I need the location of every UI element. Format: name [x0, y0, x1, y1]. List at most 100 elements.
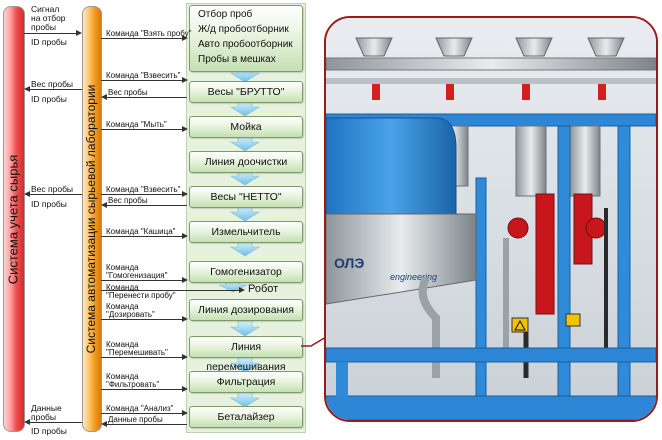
weight-arrow-line-1 — [30, 89, 82, 90]
weight-out2-line — [107, 205, 187, 206]
data-out-head — [101, 421, 107, 427]
mixing-line-photo: ОЛЭ engineering — [324, 16, 658, 422]
equipment-illustration: ОЛЭ engineering — [326, 18, 656, 420]
stage-filtration: Фильтрация — [189, 371, 303, 393]
flow-arrow-5 — [229, 205, 261, 222]
top-funnels — [355, 37, 625, 57]
flow-arrow-6 — [229, 240, 261, 257]
stage-betalyzer: Беталайзер — [189, 406, 303, 428]
data-label-1: Данные — [31, 403, 62, 413]
weight-label-2: Вес пробы — [31, 184, 74, 194]
photo-brand-text: engineering — [390, 272, 437, 282]
cmd-analysis-line — [101, 413, 182, 414]
sampling-item-2: Авто пробоотборник — [198, 39, 293, 50]
photo-connector — [301, 336, 327, 347]
id-label-1: ID пробы — [31, 37, 67, 47]
flow-arrow-10 — [229, 391, 261, 408]
stage-wash: Мойка — [189, 116, 303, 138]
flow-arrow-2 — [229, 100, 261, 117]
cmd-homog-head — [182, 277, 188, 283]
lab-automation-label: Система автоматизации сырьевой лаборатор… — [84, 84, 98, 354]
id-label-4: ID пробы — [31, 426, 67, 436]
stage-dosing-line: Линия дозирования — [189, 299, 303, 321]
warning-signs — [511, 313, 581, 333]
robot-label: Робот — [248, 283, 279, 295]
raw-material-accounting-label: Система учета сырья — [5, 154, 21, 285]
weight-arrow-head-2 — [24, 191, 30, 197]
data-label-2: пробы — [31, 412, 57, 422]
cmd-wash-label: Команда "Мыть" — [106, 120, 167, 129]
cmd-dose-label-1: Команда — [106, 302, 139, 311]
cmd-weigh1-label: Команда "Взвесить" — [106, 71, 181, 80]
cmd-transfer-label-2: "Перенести пробу" — [106, 291, 176, 300]
flow-arrow-9 — [229, 356, 261, 373]
cmd-filter-label-2: "Фильтровать" — [106, 380, 160, 389]
cmd-transfer-head — [239, 287, 245, 293]
cmd-dose-head — [182, 316, 188, 322]
cmd-weigh2-label: Команда "Взвесить" — [106, 185, 181, 194]
cmd-mush-line — [101, 236, 182, 237]
sampling-item-0: Отбор проб — [198, 9, 253, 20]
weight-label-1: Вес пробы — [31, 79, 74, 89]
cmd-wash-line — [101, 129, 182, 130]
cmd-take-label: Команда "Взять пробу" — [106, 29, 192, 38]
weight-out1-label: Вес пробы — [108, 88, 148, 97]
signal-label-2: на отбор — [31, 13, 66, 23]
cmd-mush-label: Команда "Кашица" — [106, 227, 176, 236]
signal-label-1: Сигнал — [31, 4, 60, 14]
cmd-analysis-label: Команда "Анализ" — [106, 404, 174, 413]
weight-arrow-head-1 — [24, 86, 30, 92]
cmd-mush-head — [182, 233, 188, 239]
id-label-2: ID пробы — [31, 94, 67, 104]
cmd-dose-label-2: "Дозировать" — [106, 310, 155, 319]
id-label-3: ID пробы — [31, 199, 67, 209]
cmd-mix-label-1: Команда — [106, 340, 139, 349]
flow-arrow-8 — [229, 320, 261, 337]
cmd-mix-head — [182, 354, 188, 360]
data-arrow-line — [30, 422, 82, 423]
cmd-homog-label-1: Команда — [106, 263, 139, 272]
red-motors — [507, 193, 607, 315]
cmd-homog-label-2: "Гомогенизация" — [106, 271, 168, 280]
cmd-filter-line — [101, 389, 182, 390]
cmd-mix-label-2: "Перемешивать" — [106, 348, 168, 357]
data-out-line — [107, 424, 187, 425]
stage-net-scales: Весы "НЕТТО" — [189, 186, 303, 208]
signal-arrow-head — [76, 30, 82, 36]
signal-arrow-line — [24, 33, 76, 34]
data-arrow-head — [24, 419, 30, 425]
cmd-filter-label-1: Команда — [106, 372, 139, 381]
weight-arrow-line-2 — [30, 194, 82, 195]
data-out-label: Данные пробы — [108, 415, 163, 424]
cmd-mix-line — [101, 357, 182, 358]
cmd-take-head — [182, 35, 188, 41]
cmd-transfer-line — [101, 290, 239, 291]
sampling-box: Отбор проб Ж/д пробоотборник Авто пробоо… — [189, 5, 303, 72]
stage-grinder: Измельчитель — [189, 221, 303, 243]
mixing-cylinders — [437, 125, 601, 197]
sampling-item-3: Пробы в мешках — [198, 54, 276, 65]
cmd-filter-head — [182, 386, 188, 392]
weight-out2-head — [101, 202, 107, 208]
flow-arrow-3 — [229, 135, 261, 152]
weight-out1-head — [101, 94, 107, 100]
cmd-analysis-head — [182, 410, 188, 416]
cmd-weigh2-line — [101, 194, 182, 195]
cmd-weigh1-head — [182, 77, 188, 83]
stage-clean-line: Линия доочистки — [189, 151, 303, 173]
cmd-take-line — [101, 38, 182, 39]
signal-label-3: пробы — [31, 22, 57, 32]
weight-out2-label: Вес пробы — [108, 196, 148, 205]
cmd-weigh1-line — [101, 80, 182, 81]
stage-gross-scales: Весы "БРУТТО" — [189, 81, 303, 103]
raw-material-accounting-bar — [3, 6, 25, 432]
stage-homogenizer: Гомогенизатор — [189, 261, 303, 283]
cmd-dose-line — [101, 319, 182, 320]
stage-mixing-line: Линия перемешивания — [189, 336, 303, 373]
cmd-weigh2-head — [182, 191, 188, 197]
cmd-homog-line — [101, 280, 182, 281]
sampling-item-1: Ж/д пробоотборник — [198, 24, 289, 35]
lab-automation-bar — [82, 6, 102, 432]
svg-text:ОЛЭ: ОЛЭ — [334, 255, 364, 271]
cmd-transfer-label-1: Команда — [106, 283, 139, 292]
